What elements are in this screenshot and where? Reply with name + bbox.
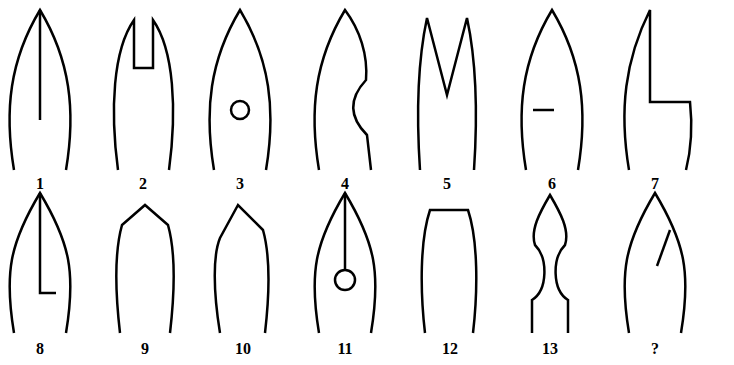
- arch-figure: [10, 193, 71, 333]
- notched-figure: [114, 20, 173, 170]
- flat-top-figure: [422, 210, 477, 333]
- figure-number: ?: [651, 340, 659, 358]
- figure-number: 5: [443, 175, 451, 193]
- figure-number: 2: [139, 175, 147, 193]
- figure-number: 9: [141, 340, 149, 358]
- peaked-figure: [116, 205, 173, 333]
- figure-number: 1: [36, 175, 44, 193]
- arch-figure: [315, 193, 376, 333]
- arch-figure: [10, 10, 71, 170]
- figure-number: 4: [341, 175, 349, 193]
- figure-number: 12: [442, 340, 458, 358]
- figure-number: 6: [548, 175, 556, 193]
- figure-number: 7: [651, 175, 659, 193]
- figure-number: 10: [235, 340, 251, 358]
- figure-number: 13: [542, 340, 558, 358]
- figure-number: 8: [36, 340, 44, 358]
- bottle-figure: [532, 195, 568, 333]
- m-figure: [418, 18, 476, 170]
- figure-number: 11: [337, 340, 352, 358]
- arch-figure: [210, 10, 271, 170]
- arch-figure: [625, 193, 686, 333]
- peaked-figure: [215, 205, 269, 333]
- stepped-figure: [624, 10, 691, 170]
- figure-number: 3: [236, 175, 244, 193]
- arch-figure: [522, 10, 583, 170]
- bitten-figure: [315, 10, 371, 170]
